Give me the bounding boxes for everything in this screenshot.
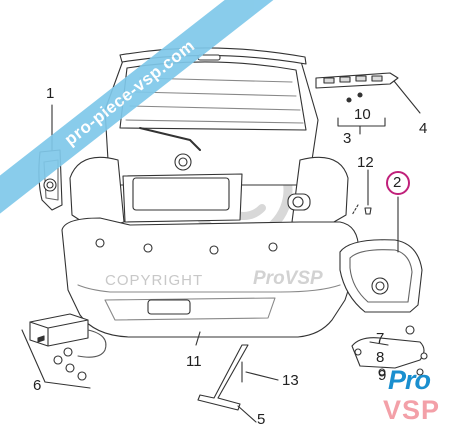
clip — [416, 368, 424, 376]
callout-1: 1 — [46, 85, 55, 102]
clip-screw — [346, 97, 352, 103]
callout-9: 9 — [378, 367, 387, 384]
sensor-cable — [77, 329, 107, 358]
brand-watermark-text: ProVSP — [253, 268, 323, 289]
sensor — [77, 371, 87, 381]
sensor — [53, 355, 63, 365]
parking-sensor — [143, 243, 153, 253]
clip-screw — [357, 92, 363, 98]
highlight-circle — [386, 171, 410, 195]
sensor — [65, 363, 75, 373]
sensor — [63, 347, 73, 357]
callout-7: 7 — [376, 330, 385, 347]
callout-8: 8 — [376, 349, 385, 366]
rear-bumper — [61, 217, 360, 338]
logo-vsp: VSP — [383, 395, 441, 425]
clip — [420, 352, 428, 360]
screw — [364, 207, 372, 215]
parking-sensor — [268, 242, 278, 252]
callout-13: 13 — [282, 372, 299, 389]
bumper-lower-grille — [104, 297, 276, 321]
callout-10: 10 — [354, 106, 371, 123]
rear-wiper — [139, 127, 201, 151]
callout-11: 11 — [186, 353, 202, 370]
parking-sensor — [95, 238, 105, 248]
clip — [405, 325, 415, 335]
small-bracket — [351, 337, 425, 369]
license-plate — [132, 177, 230, 211]
copyright-watermark-text: COPYRIGHT — [105, 272, 204, 289]
bumper-plate-slot — [147, 299, 191, 315]
callout-2: 2 — [393, 174, 402, 191]
callout-6: 6 — [33, 377, 42, 394]
rear-badge — [174, 153, 192, 171]
callout-12: 12 — [357, 154, 374, 171]
clip — [354, 348, 362, 356]
callout-3: 3 — [343, 130, 352, 147]
support-bracket — [197, 344, 249, 411]
callout-4: 4 — [419, 120, 428, 137]
parking-sensor — [209, 245, 219, 255]
logo-pro: Pro — [388, 365, 431, 395]
callout-5: 5 — [257, 411, 266, 428]
clip — [378, 368, 386, 376]
